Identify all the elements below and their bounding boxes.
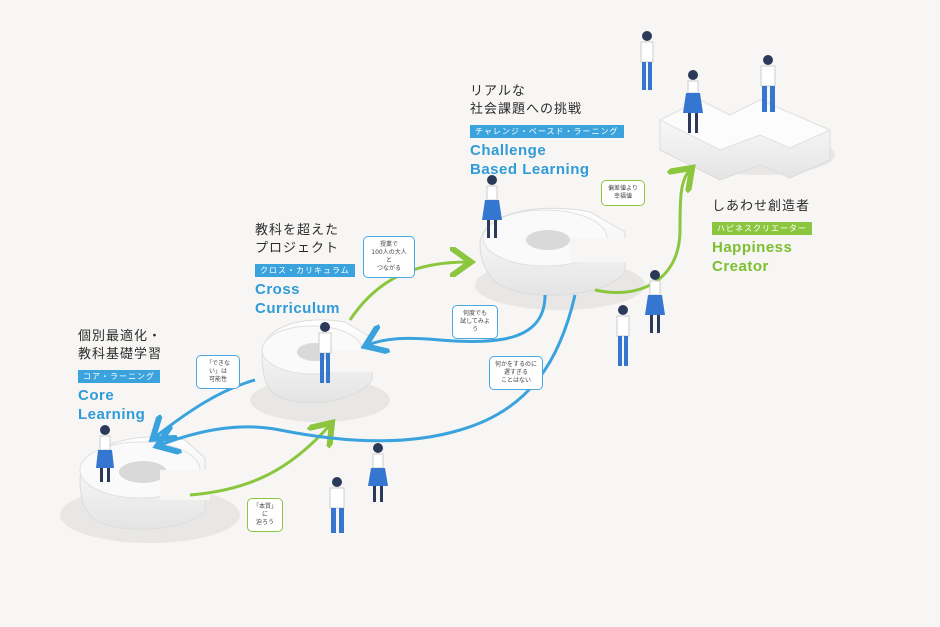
student-top-1 [640,31,654,90]
bubble-nando-line1: 何度でも [462,310,487,317]
student-walking-4 [645,270,665,333]
challenge-jp-2: 社会課題への挑戦 [470,102,583,117]
student-walking-3 [616,305,630,366]
student-core [96,425,114,482]
happiness-jp-1: しあわせ創造者 [712,199,811,214]
core-en-2: Learning [78,406,146,423]
challenge-c-block [479,207,628,296]
bubble-dekinai-line2: 可能性 [208,376,227,383]
bubble-tsunagaru-line1: 授業で [379,241,398,248]
bubble-honshitsu-line1: 「本質」に [253,503,278,518]
student-walking-1 [368,443,388,502]
bubble-honshitsu-line2: 迫ろう [255,519,274,526]
core-jp-2: 教科基礎学習 [78,347,163,362]
cross-en-1: Cross [255,281,301,298]
arrow-challenge-to-cross [368,294,547,345]
challenge-en-2: Based Learning [470,161,590,178]
arrow-challenge-to-happiness [594,170,690,294]
cross-jp-2: プロジェクト [255,241,340,256]
challenge-tag: チャレンジ・ベースド・ラーニング [470,125,624,138]
happiness-en-2: Creator [712,258,769,275]
core-jp-1: 個別最適化・ [78,329,163,344]
stage-challenge-label: リアルな 社会課題への挑戦 チャレンジ・ベースド・ラーニング Challenge… [470,83,624,179]
bubble-tsunagaru: 授業で 100人の大人と つながる [363,236,415,278]
cross-c-block [261,319,376,404]
bubble-henkachi: 偏差値より 幸福値 [601,180,645,206]
bubble-tsunagaru-line3: つながる [376,265,401,272]
core-en-1: Core [78,387,115,404]
stage-happiness-label: しあわせ創造者 ハピネスクリエーター Happiness Creator [712,198,812,276]
student-challenge [482,175,502,238]
bubble-henkachi-line2: 幸福値 [613,193,632,200]
challenge-en-1: Challenge [470,142,547,159]
bubble-henkachi-line1: 偏差値より [608,185,638,192]
bubble-nanika-line3: ことはない [500,377,531,384]
student-top-3 [760,55,776,112]
bubble-dekinai-line1: 「できない」は [205,360,230,375]
bubble-nando-line2: 試してみよう [460,318,490,333]
bubble-nanika: 何かをするのに 遅すぎる ことはない [489,356,543,390]
bubble-dekinai: 「できない」は 可能性 [196,355,240,389]
student-top-2 [683,70,703,133]
student-walking-2 [329,477,345,533]
happiness-en-1: Happiness [712,239,793,256]
core-tag: コア・ラーニング [78,370,160,383]
happiness-tag: ハピネスクリエーター [712,222,812,235]
cross-jp-1: 教科を超えた [255,223,340,238]
challenge-jp-1: リアルな [470,84,526,99]
bubble-honshitsu: 「本質」に 迫ろう [247,498,283,532]
student-cross [318,322,332,383]
arrow-core-to-cross [189,425,330,497]
bubble-nando: 何度でも 試してみよう [452,305,498,339]
stage-core-label: 個別最適化・ 教科基礎学習 コア・ラーニング Core Learning [78,328,162,424]
bubble-nanika-line1: 何かをするのに [495,361,538,368]
cross-tag: クロス・カリキュラム [255,264,355,277]
cross-en-2: Curriculum [255,300,341,317]
bubble-tsunagaru-line2: 100人の大人と [371,249,407,264]
stage-cross-label: 教科を超えた プロジェクト クロス・カリキュラム Cross Curriculu… [255,222,355,318]
bubble-nanika-line2: 遅すぎる [503,369,528,376]
